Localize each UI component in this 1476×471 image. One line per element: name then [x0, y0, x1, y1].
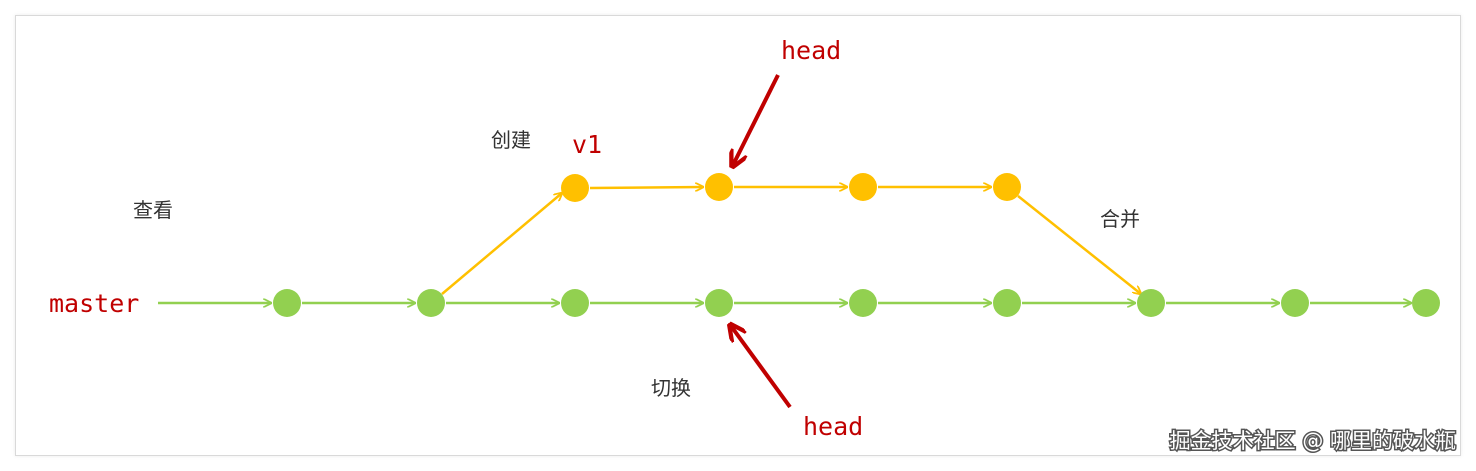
watermark: 掘金技术社区 @ 哪里的破水瓶 — [1170, 429, 1456, 453]
master-commit-node — [561, 289, 589, 317]
master-commit-node — [1412, 289, 1440, 317]
view-label: 查看 — [133, 198, 173, 222]
v1-edge-merge — [1017, 195, 1141, 294]
v1-branch-edges — [441, 187, 1141, 295]
v1-edge-create — [441, 193, 562, 295]
head-arrow-top — [733, 74, 780, 165]
master-branch-label: master — [49, 289, 139, 318]
master-commit-node — [417, 289, 445, 317]
master-commits — [273, 289, 1440, 317]
master-commit-node — [273, 289, 301, 317]
v1-commit-node — [993, 173, 1021, 201]
diagram-frame — [15, 15, 1461, 456]
v1-branch-label: v1 — [572, 130, 602, 159]
v1-commit-node — [705, 173, 733, 201]
v1-commits — [561, 173, 1021, 202]
merge-label: 合并 — [1100, 207, 1140, 231]
master-commit-node — [1281, 289, 1309, 317]
head-arrow-bottom — [731, 326, 792, 409]
create-label: 创建 — [491, 128, 531, 152]
master-commit-node — [1137, 289, 1165, 317]
v1-commit-node — [849, 173, 877, 201]
v1-commit-node — [561, 174, 589, 202]
v1-edge-1 — [589, 187, 703, 188]
head-label-bottom: head — [803, 412, 863, 441]
master-commit-node — [849, 289, 877, 317]
master-commit-node — [705, 289, 733, 317]
switch-label: 切换 — [651, 376, 691, 400]
master-commit-node — [993, 289, 1021, 317]
head-label-top: head — [781, 36, 841, 65]
